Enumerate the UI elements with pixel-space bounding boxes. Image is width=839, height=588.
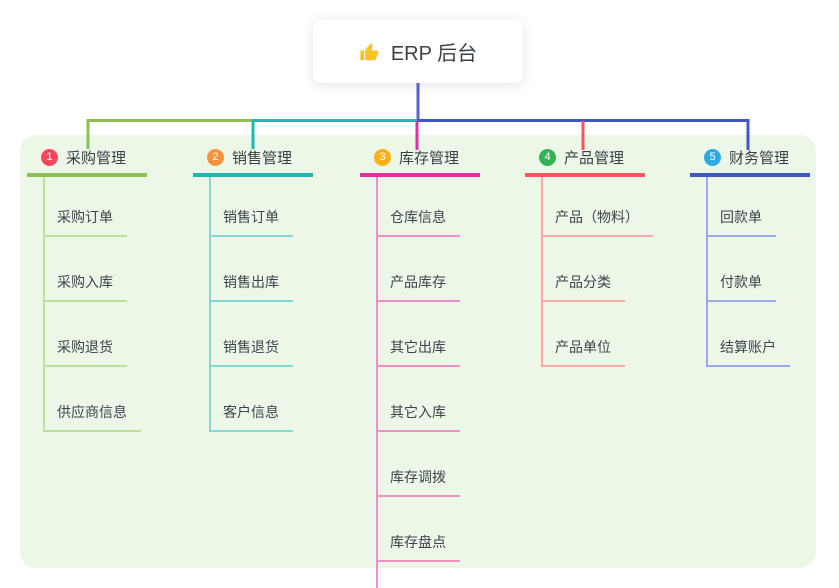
branch-purchase: 1 采购管理 采购订单 采购入库 采购退货 供应商信息 — [27, 148, 147, 432]
badge-4: 4 — [539, 149, 556, 166]
child-node[interactable]: 库存盘点 — [378, 497, 460, 562]
child-node[interactable]: 销售订单 — [211, 177, 293, 237]
child-node[interactable]: 其它入库 — [378, 367, 460, 432]
badge-1: 1 — [41, 149, 58, 166]
branch-node-purchase[interactable]: 1 采购管理 — [27, 148, 147, 177]
child-node[interactable]: 采购入库 — [45, 237, 127, 302]
branch-label-finance: 财务管理 — [729, 150, 790, 167]
child-node[interactable]: 销售退货 — [211, 302, 293, 367]
branch-label-purchase: 采购管理 — [66, 150, 127, 167]
child-node[interactable]: 采购订单 — [45, 177, 127, 237]
child-node[interactable]: 结算账户 — [708, 302, 790, 367]
badge-2: 2 — [207, 149, 224, 166]
branch-label-sales: 销售管理 — [232, 150, 293, 167]
child-node[interactable]: 其它出库 — [378, 302, 460, 367]
branch-sales: 2 销售管理 销售订单 销售出库 销售退货 客户信息 — [193, 148, 313, 432]
child-node[interactable]: 产品单位 — [543, 302, 625, 367]
root-node-label: ERP 后台 — [390, 43, 478, 65]
child-node[interactable]: 库存调拨 — [378, 432, 460, 497]
branch-node-inventory[interactable]: 3 库存管理 — [360, 148, 480, 177]
branch-node-finance[interactable]: 5 财务管理 — [690, 148, 810, 177]
child-node[interactable]: 销售出库 — [211, 237, 293, 302]
child-node[interactable]: 客户信息 — [211, 367, 293, 432]
root-node-erp[interactable]: ERP 后台 — [313, 20, 523, 83]
branch-label-inventory: 库存管理 — [399, 150, 460, 167]
branch-finance: 5 财务管理 回款单 付款单 结算账户 — [690, 148, 810, 367]
branch-children-finance: 回款单 付款单 结算账户 — [706, 177, 790, 367]
badge-5: 5 — [704, 149, 721, 166]
child-node[interactable]: 采购退货 — [45, 302, 127, 367]
branch-product: 4 产品管理 产品（物料） 产品分类 产品单位 — [525, 148, 653, 367]
thumbs-up-icon — [360, 41, 379, 60]
child-node[interactable]: 付款单 — [708, 237, 776, 302]
branch-children-purchase: 采购订单 采购入库 采购退货 供应商信息 — [43, 177, 141, 432]
branch-children-product: 产品（物料） 产品分类 产品单位 — [541, 177, 653, 367]
branch-children-inventory: 仓库信息 产品库存 其它出库 其它入库 库存调拨 库存盘点 出库库明细 — [376, 177, 474, 588]
child-node[interactable]: 供应商信息 — [45, 367, 141, 432]
child-node[interactable]: 产品库存 — [378, 237, 460, 302]
branch-inventory: 3 库存管理 仓库信息 产品库存 其它出库 其它入库 库存调拨 库存盘点 出库库… — [360, 148, 480, 588]
badge-3: 3 — [374, 149, 391, 166]
branch-label-product: 产品管理 — [564, 150, 625, 167]
branch-node-product[interactable]: 4 产品管理 — [525, 148, 645, 177]
child-node[interactable]: 仓库信息 — [378, 177, 460, 237]
child-node[interactable]: 回款单 — [708, 177, 776, 237]
child-node[interactable]: 产品分类 — [543, 237, 625, 302]
branch-node-sales[interactable]: 2 销售管理 — [193, 148, 313, 177]
child-node[interactable]: 出库库明细 — [378, 562, 474, 588]
branch-children-sales: 销售订单 销售出库 销售退货 客户信息 — [209, 177, 293, 432]
child-node[interactable]: 产品（物料） — [543, 177, 653, 237]
